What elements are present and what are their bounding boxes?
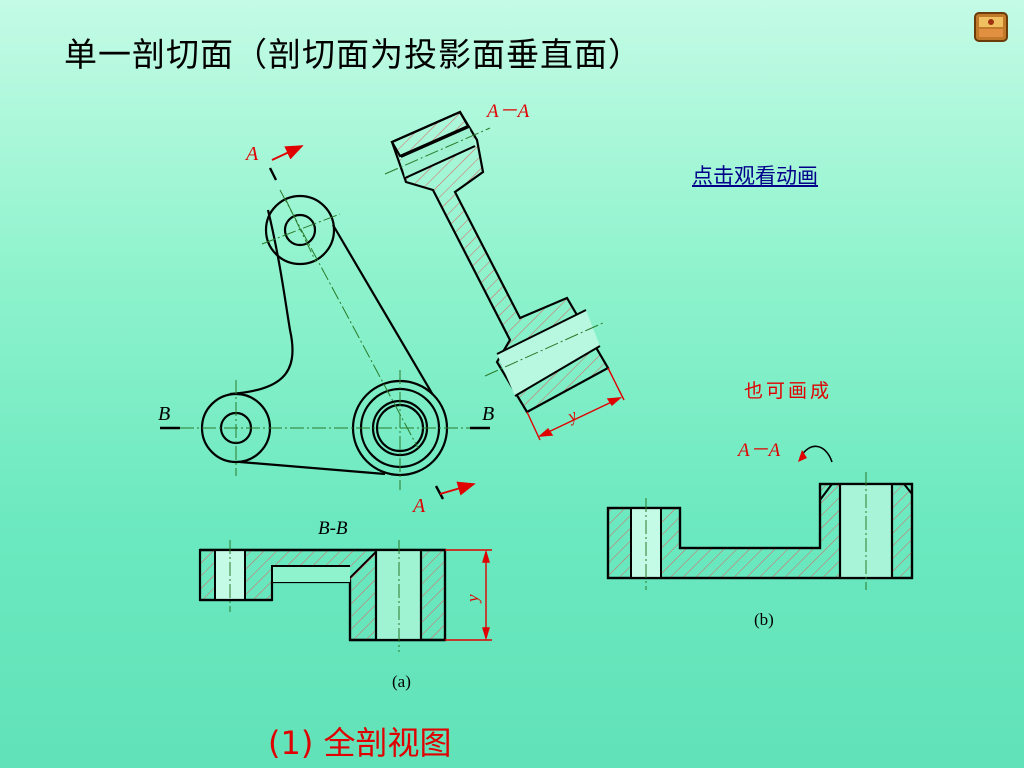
main-view-centerlines (180, 189, 470, 490)
slide-title: 单一剖切面（剖切面为投影面垂直面） (64, 35, 642, 74)
caption-a: (a) (392, 672, 411, 691)
top-boss-hole (283, 213, 317, 247)
label-b-left: B (158, 403, 170, 425)
arm-right-edge (332, 224, 434, 396)
arm-bottom-edge (239, 460, 386, 476)
section-bb-view (198, 540, 492, 652)
slide-logo-icon[interactable] (974, 10, 1008, 44)
label-a-bottom: A (411, 495, 426, 517)
alternative-note: 也可画成 (744, 380, 833, 402)
section-aa-alt-view (606, 445, 914, 590)
label-a-top: A (244, 143, 259, 165)
label-view-aa: A－A (485, 101, 530, 122)
arm-left-edge (229, 209, 294, 396)
label-dim-y-bb: y (463, 594, 482, 604)
label-view-aa-rotated: A－A (736, 440, 781, 461)
caption-b: (b) (754, 610, 774, 629)
label-view-bb: B-B (318, 518, 348, 539)
rotation-arrow-icon (799, 445, 833, 463)
bottom-label: (1) 全剖视图 (268, 724, 452, 762)
play-animation-link[interactable]: 点击观看动画 (692, 164, 818, 188)
top-boss-outer (264, 194, 336, 266)
cut-plane-a-marks (268, 145, 476, 500)
section-aa-view (384, 110, 625, 441)
label-b-right: B (482, 403, 494, 425)
